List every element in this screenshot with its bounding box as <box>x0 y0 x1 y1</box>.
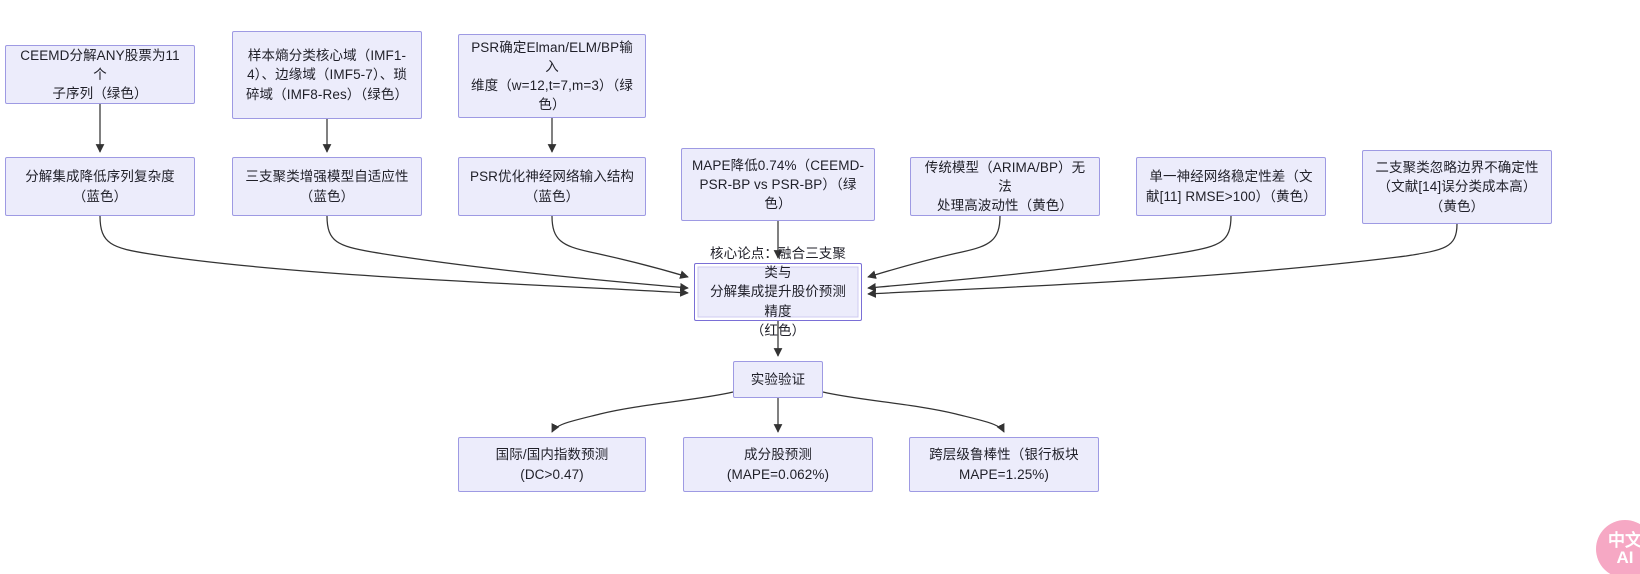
node-label: 传统模型（ARIMA/BP）无法 处理高波动性（黄色） <box>924 159 1086 214</box>
edge-n5-core <box>326 215 689 292</box>
node-mape-reduction[interactable]: MAPE降低0.74%（CEEMD- PSR-BP vs PSR-BP）（绿 色… <box>681 148 875 221</box>
node-decomposition-reduces-complexity[interactable]: 分解集成降低序列复杂度 （蓝色） <box>5 157 195 216</box>
node-cross-level-robustness[interactable]: 跨层级鲁棒性（银行板块 MAPE=1.25%) <box>909 437 1099 492</box>
node-label: CEEMD分解ANY股票为11个 子序列（绿色） <box>20 47 180 102</box>
node-label: PSR优化神经网络输入结构 （蓝色） <box>469 169 635 204</box>
node-label: 分解集成降低序列复杂度 （蓝色） <box>25 169 175 204</box>
node-label: MAPE降低0.74%（CEEMD- PSR-BP vs PSR-BP）（绿 色… <box>691 157 865 212</box>
edge-n11-n12 <box>551 391 734 433</box>
edge-n9-core <box>867 215 1232 292</box>
node-label: 单一神经网络稳定性差（文 献[11] RMSE>100）（黄色） <box>1146 169 1317 204</box>
node-sample-entropy-classification[interactable]: 样本熵分类核心域（IMF1- 4）、边缘域（IMF5-7）、琐 碎域（IMF8-… <box>232 31 422 119</box>
node-psr-optimizes-network-structure[interactable]: PSR优化神经网络输入结构 （蓝色） <box>458 157 646 216</box>
node-label: PSR确定Elman/ELM/BP输入 维度（w=12,t=7,m=3）（绿 色… <box>471 39 633 113</box>
node-label: 国际/国内指数预测 (DC>0.47) <box>495 447 609 482</box>
node-label: 核心论点：融合三支聚类与 分解集成提升股价预测精度 （红色） <box>710 246 846 338</box>
edge-n10-core <box>867 223 1458 298</box>
node-label: 二支聚类忽略边界不确定性 （文献[14]误分类成本高） （黄色） <box>1375 160 1539 214</box>
node-experimental-validation[interactable]: 实验验证 <box>733 361 823 398</box>
node-label: 跨层级鲁棒性（银行板块 MAPE=1.25%) <box>929 447 1079 482</box>
node-psr-input-dimension[interactable]: PSR确定Elman/ELM/BP输入 维度（w=12,t=7,m=3）（绿 色… <box>458 34 646 118</box>
node-ceemd-decomposition[interactable]: CEEMD分解ANY股票为11个 子序列（绿色） <box>5 45 195 104</box>
watermark-label: 中文 AI <box>1608 531 1640 567</box>
node-label: 成分股预测 (MAPE=0.062%) <box>726 447 830 482</box>
edge-n11-n14 <box>822 391 1005 433</box>
edge-n8-core <box>867 215 1001 279</box>
node-label: 样本熵分类核心域（IMF1- 4）、边缘域（IMF5-7）、琐 碎域（IMF8-… <box>245 48 409 102</box>
node-two-way-clustering-boundary[interactable]: 二支聚类忽略边界不确定性 （文献[14]误分类成本高） （黄色） <box>1362 150 1552 224</box>
node-constituent-stock-prediction[interactable]: 成分股预测 (MAPE=0.062%) <box>683 437 873 492</box>
node-three-way-clustering-adaptivity[interactable]: 三支聚类增强模型自适应性 （蓝色） <box>232 157 422 216</box>
edge-n4-core <box>99 215 689 297</box>
node-core-thesis[interactable]: 核心论点：融合三支聚类与 分解集成提升股价预测精度 （红色） <box>694 246 862 338</box>
watermark-badge: 中文 AI <box>1596 520 1640 574</box>
node-index-prediction[interactable]: 国际/国内指数预测 (DC>0.47) <box>458 437 646 492</box>
node-single-network-instability[interactable]: 单一神经网络稳定性差（文 献[11] RMSE>100）（黄色） <box>1136 157 1326 216</box>
node-traditional-models-limitation[interactable]: 传统模型（ARIMA/BP）无法 处理高波动性（黄色） <box>910 157 1100 216</box>
node-label: 三支聚类增强模型自适应性 （蓝色） <box>245 169 409 204</box>
edge-n6-core <box>551 215 689 279</box>
node-label: 实验验证 <box>750 371 806 387</box>
